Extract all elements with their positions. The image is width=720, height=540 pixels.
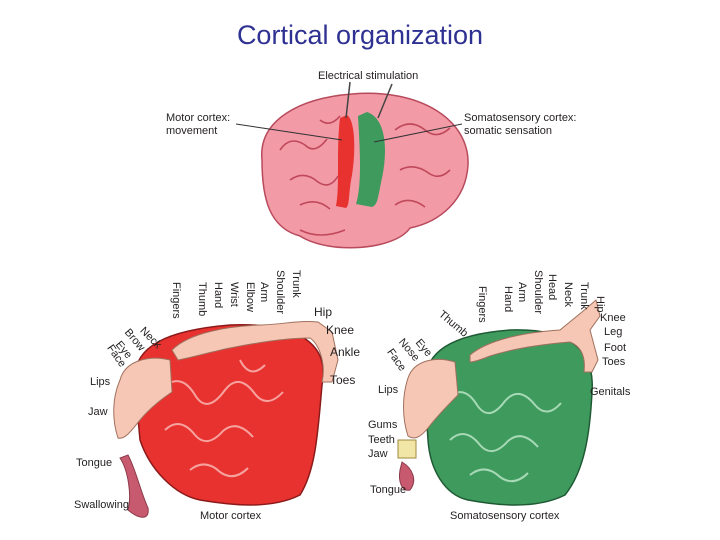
motor-label-ankle: Ankle <box>330 345 361 359</box>
motor-body <box>171 320 339 383</box>
motor-cortex-sublabel: movement <box>166 125 218 137</box>
somato-label-foot: Foot <box>604 342 627 354</box>
motor-label-hip: Hip <box>314 305 333 319</box>
somato-cortex-section <box>423 329 593 506</box>
somato-label-genitals: Genitals <box>590 386 631 398</box>
somato-face <box>403 358 459 439</box>
motor-label-knee: Knee <box>326 323 355 337</box>
somato-label-hip: Hip <box>594 296 606 313</box>
somato-cortex-label: Somatosensory cortex: <box>464 112 577 124</box>
somato-label-teeth: Teeth <box>368 434 395 446</box>
motor-cortex-section <box>133 324 324 506</box>
motor-label-jaw: Jaw <box>88 406 108 418</box>
somato-label-fingers: Fingers <box>476 286 488 323</box>
somato-label-head: Head <box>546 274 558 301</box>
motor-strip <box>336 115 355 208</box>
motor-label-tongue: Tongue <box>76 457 113 469</box>
motor-pointer <box>235 123 343 141</box>
stimulation-label: Electrical stimulation <box>318 70 419 82</box>
somato-body <box>469 299 601 373</box>
somato-cortex-caption: Somatosensory cortex <box>450 510 560 522</box>
motor-tongue <box>119 454 149 518</box>
motor-label-shoulder: Shoulder <box>274 270 286 315</box>
motor-label-wrist: Wrist <box>228 282 240 307</box>
somato-homunculus <box>397 299 601 506</box>
somato-tongue <box>399 461 415 491</box>
motor-label-elbow: Elbow <box>244 282 256 312</box>
motor-label-thumb: Thumb <box>196 282 208 317</box>
motor-label-fingers: Fingers <box>170 282 182 319</box>
motor-cortex-caption: Motor cortex <box>200 510 262 522</box>
somato-label-shoulder: Shoulder <box>532 270 544 315</box>
somato-pointer <box>373 123 463 143</box>
somato-label-lips: Lips <box>378 384 399 396</box>
somato-cortex-folds <box>444 391 562 483</box>
motor-label-trunk: Trunk <box>290 270 302 298</box>
electrode-right <box>377 83 393 119</box>
somato-label-trunk: Trunk <box>578 282 590 310</box>
somato-label-leg: Leg <box>604 326 623 338</box>
motor-label-arm: Arm <box>258 282 270 303</box>
motor-homunculus <box>113 320 339 518</box>
motor-cortex-label: Motor cortex: <box>166 112 231 124</box>
page-title: Cortical organization <box>236 20 484 50</box>
somato-strip <box>356 112 386 207</box>
somato-cortex-sublabel: somatic sensation <box>464 125 553 137</box>
electrode-left <box>345 81 351 119</box>
somato-label-gums: Gums <box>368 419 398 431</box>
motor-label-hand: Hand <box>212 282 224 309</box>
motor-face <box>113 357 173 439</box>
motor-label-lips: Lips <box>90 376 111 388</box>
somato-label-jaw: Jaw <box>368 448 388 460</box>
brain-folds <box>279 115 451 236</box>
somato-label-arm: Arm <box>516 282 528 303</box>
somato-label-tongue: Tongue <box>370 484 407 496</box>
somato-label-neck: Neck <box>562 282 574 308</box>
somato-teeth <box>397 439 417 459</box>
somato-label-hand: Hand <box>502 286 514 313</box>
motor-label-swallowing: Swallowing <box>74 499 130 511</box>
top-brain <box>235 81 469 249</box>
motor-cortex-folds <box>159 359 284 478</box>
somato-label-knee: Knee <box>600 312 626 324</box>
somato-label-toes: Toes <box>602 356 626 368</box>
motor-label-toes: Toes <box>330 373 356 387</box>
